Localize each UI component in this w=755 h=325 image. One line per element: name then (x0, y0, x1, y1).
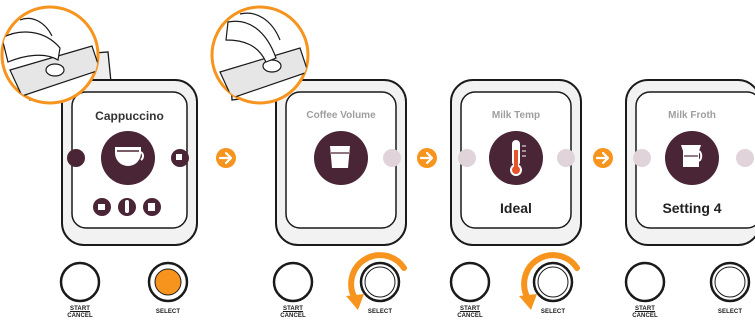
milk-jug-icon (681, 145, 703, 167)
start-cancel-button[interactable] (59, 261, 101, 303)
cancel-label: CANCEL (632, 312, 658, 319)
cappuccino-cup-icon (115, 147, 144, 166)
cancel-label: CANCEL (67, 312, 93, 319)
arrow-right-icon (216, 148, 236, 168)
step-1-panel (0, 5, 198, 303)
thermometer-icon (510, 140, 526, 176)
start-label: START (282, 306, 304, 312)
side-option-left (633, 149, 651, 167)
select-label: SELECT (367, 309, 393, 315)
start-label: START (69, 306, 91, 312)
select-button[interactable] (359, 261, 401, 303)
screen-title: Cappuccino (95, 109, 164, 123)
cancel-label: CANCEL (280, 312, 306, 319)
cancel-label: CANCEL (457, 312, 483, 319)
select-label: SELECT (155, 309, 181, 315)
side-option-left (67, 149, 85, 167)
select-label: SELECT (540, 309, 566, 315)
step-2-panel (210, 5, 407, 310)
step-4-panel (624, 79, 755, 303)
cup-icon (176, 154, 182, 160)
magnifier-hand-press (210, 5, 310, 105)
magnifier-hand-press (0, 5, 100, 105)
espresso-cup-icon (330, 146, 350, 168)
start-cancel-button[interactable] (449, 261, 491, 303)
select-button[interactable] (532, 261, 574, 303)
screen-title: Milk Temp (491, 110, 541, 121)
select-button[interactable] (709, 261, 751, 303)
screen-value: Ideal (500, 200, 532, 216)
rotate-dial-arrow (348, 252, 407, 303)
arrow-right-icon (417, 148, 437, 168)
side-option-right (557, 149, 575, 167)
start-label: START (459, 306, 481, 312)
screen-title: Coffee Volume (306, 110, 376, 121)
arrow-right-icon (593, 148, 613, 168)
start-label: START (634, 306, 656, 312)
select-button-pressed (154, 268, 182, 296)
rotate-dial-arrow (521, 252, 580, 303)
step-3-panel (449, 79, 582, 310)
screen-value: Setting 4 (662, 200, 722, 216)
screen-title: Milk Froth (668, 110, 716, 121)
side-option-right (736, 149, 754, 167)
start-cancel-button[interactable] (624, 261, 666, 303)
start-cancel-button[interactable] (272, 261, 314, 303)
select-label: SELECT (717, 309, 743, 315)
side-option-right (383, 149, 401, 167)
side-option-left (458, 149, 476, 167)
